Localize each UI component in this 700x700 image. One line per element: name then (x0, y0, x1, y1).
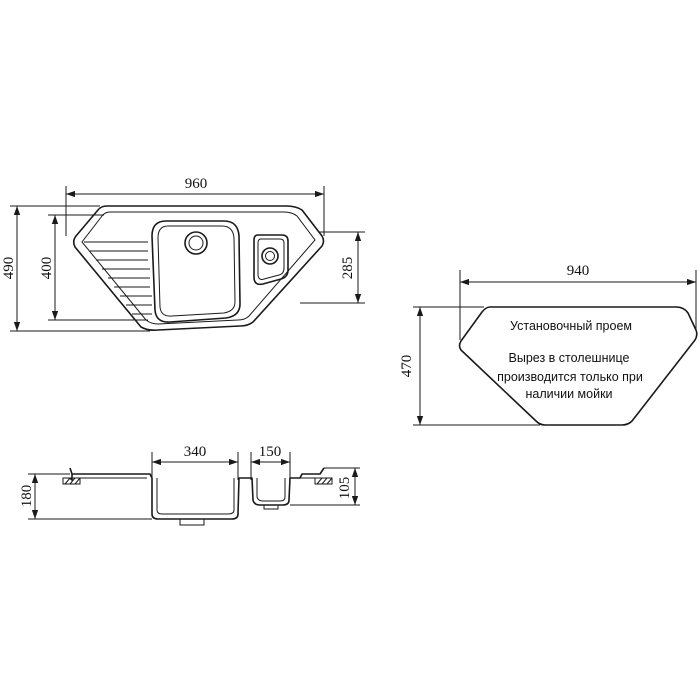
dim-label-960: 960 (185, 176, 208, 192)
dim-small-bowl-height: 105 (290, 467, 360, 506)
sink-section-inner (76, 477, 318, 515)
dim-cutout-depth: 470 (399, 306, 540, 426)
small-drain-inner (265, 251, 275, 261)
cutout-note-line-3: наличии мойки (525, 387, 612, 401)
cutout-note-line-1: Вырез в столешнице (509, 351, 630, 365)
small-drain-icon (261, 247, 279, 265)
dim-label-400: 400 (39, 257, 55, 280)
cutout-note-line-2: производится только при (497, 370, 643, 384)
drainboard-grooves (84, 241, 152, 315)
sink-section-profile (69, 467, 325, 520)
dim-label-940: 940 (567, 263, 590, 279)
main-bowl (151, 220, 241, 323)
countertop-left (62, 477, 81, 485)
small-bowl (253, 234, 289, 286)
dim-total-height: 180 (19, 473, 152, 520)
countertop-right (314, 477, 333, 485)
dim-inner-depth: 400 (39, 214, 148, 321)
dim-label-470: 470 (399, 355, 415, 378)
dim-label-490: 490 (1, 257, 17, 280)
dim-overall-width: 960 (65, 176, 325, 236)
dim-small-bowl-width: 150 (250, 444, 291, 480)
cutout-view: Установочный проем Вырез в столешнице пр… (399, 263, 698, 426)
main-drain-icon (184, 231, 208, 255)
small-bowl-inner (257, 238, 285, 280)
top-view: 960 490 400 285 (1, 176, 365, 332)
cutout-outline (458, 306, 698, 426)
dim-label-285: 285 (340, 257, 356, 280)
dim-side-depth: 285 (300, 231, 365, 304)
sink-rim (81, 211, 316, 325)
dim-label-105: 105 (337, 477, 353, 500)
dim-label-150: 150 (259, 444, 282, 460)
section-view: 340 150 180 105 (19, 444, 360, 526)
cutout-label: Установочный проем (510, 319, 632, 333)
dim-label-340: 340 (184, 444, 207, 460)
main-drain-inner (188, 235, 204, 251)
dim-overall-depth: 490 (1, 205, 150, 332)
dim-label-180: 180 (19, 485, 35, 508)
dim-main-bowl-width: 340 (151, 444, 239, 480)
drain-stubs (179, 504, 279, 526)
dim-cutout-width: 940 (459, 263, 697, 340)
sink-outline (72, 205, 325, 331)
main-bowl-inner (157, 225, 236, 317)
